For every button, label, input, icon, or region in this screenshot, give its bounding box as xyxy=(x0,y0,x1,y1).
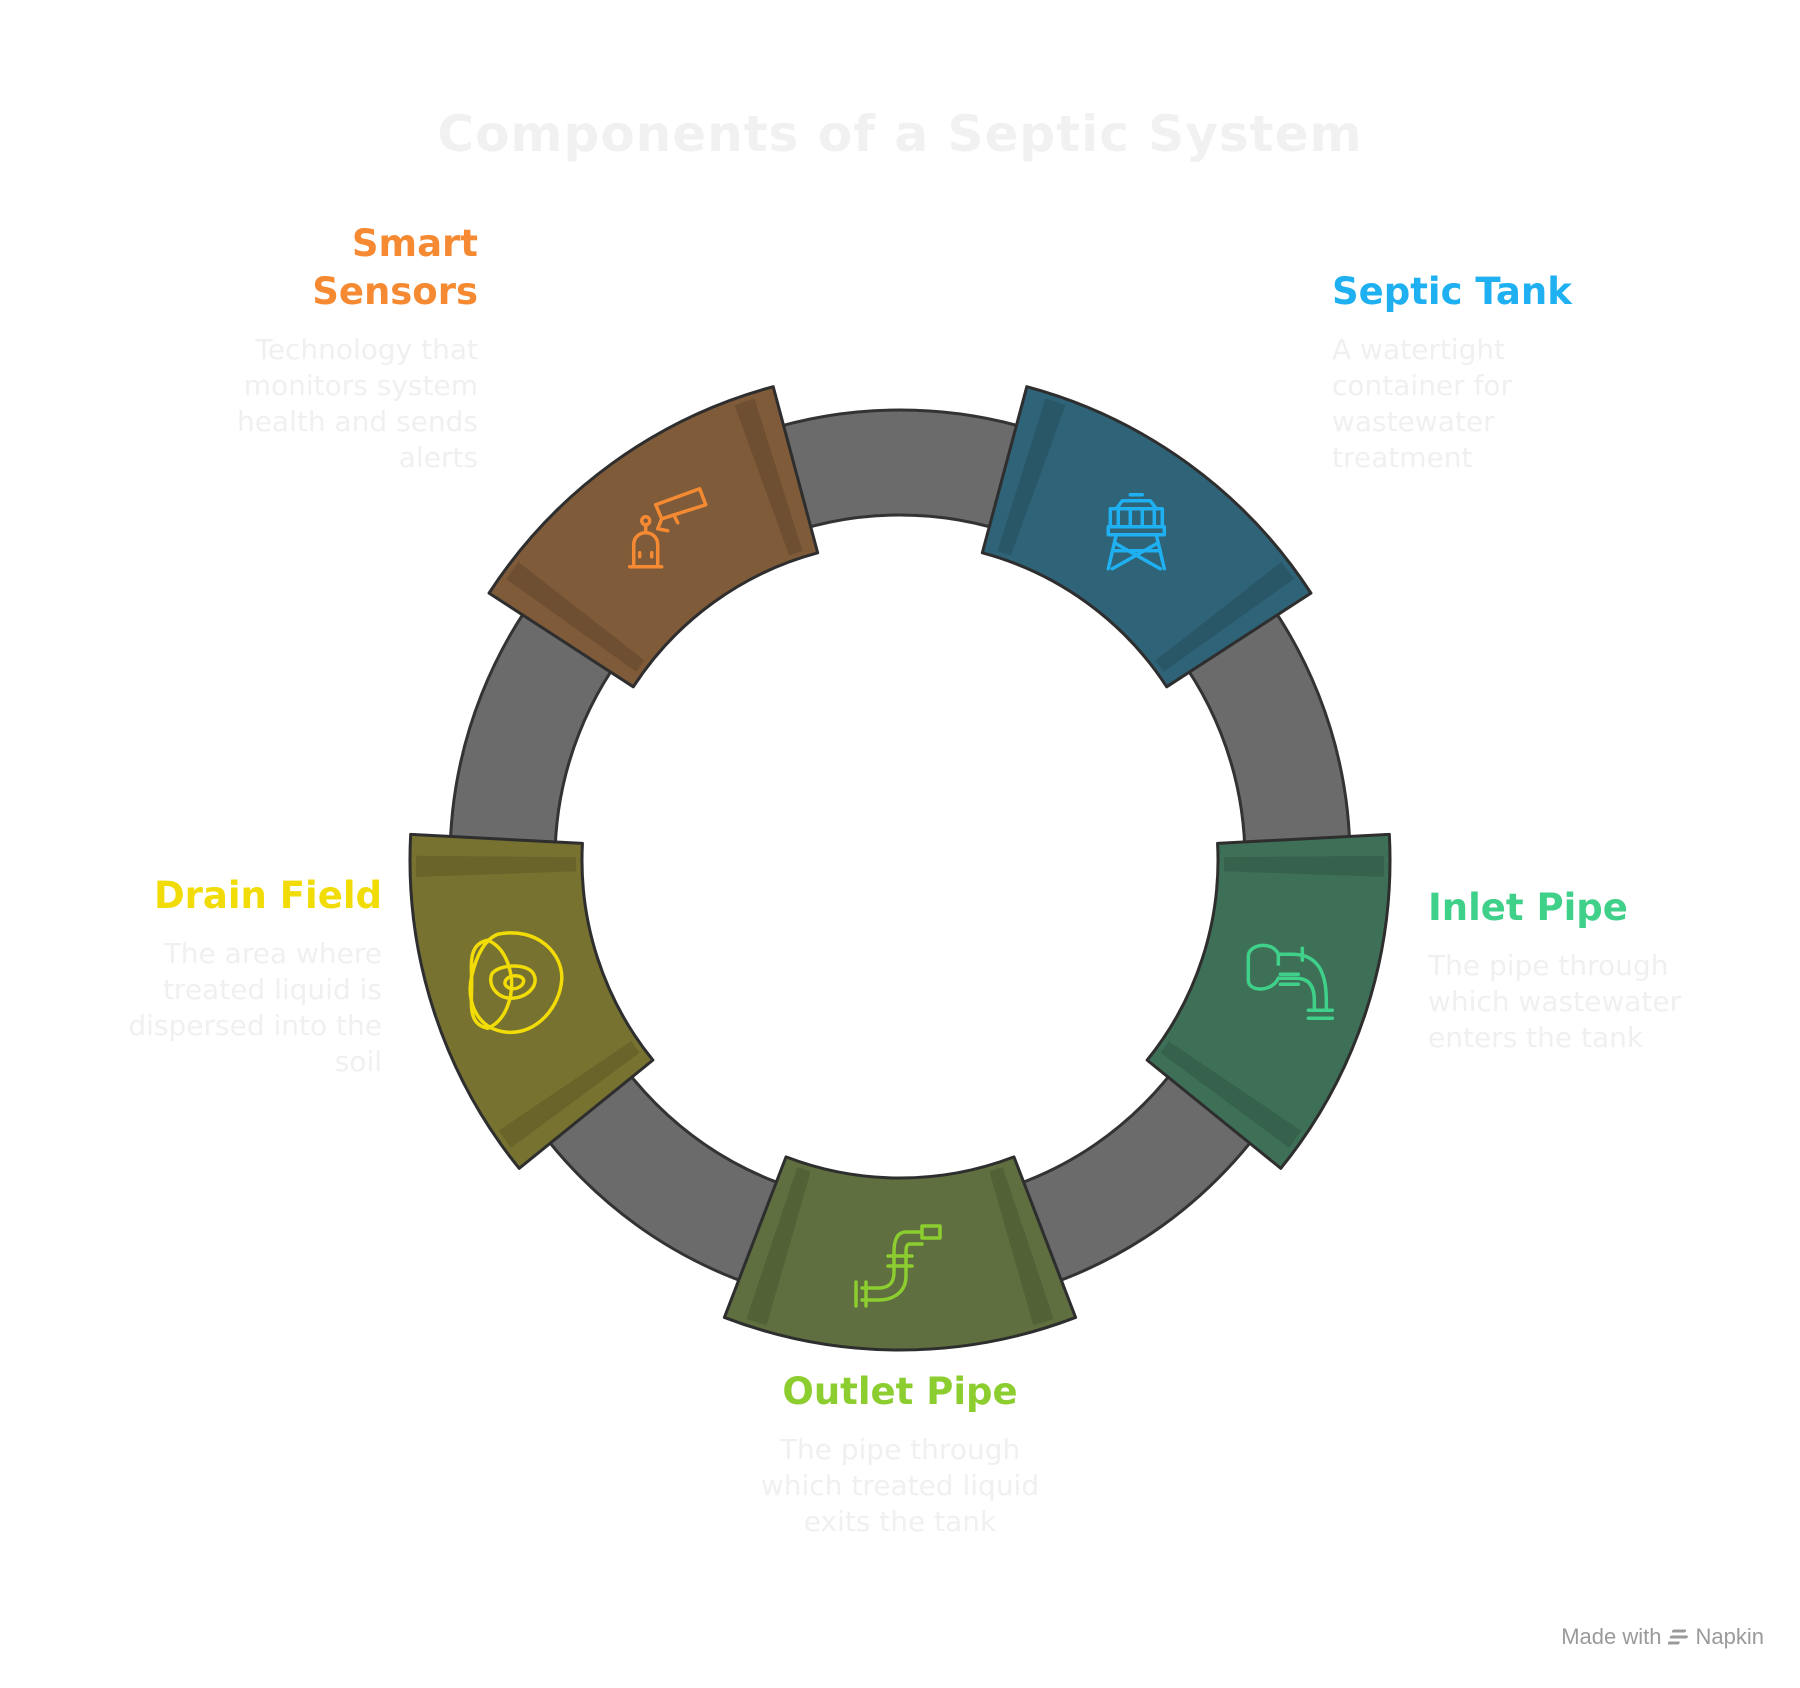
smart-sensors-description: Technology that monitors system health a… xyxy=(236,333,478,474)
segment-fold-drain-field xyxy=(498,1041,640,1148)
s-pipe-icon xyxy=(854,1224,942,1308)
made-with-text: Made with xyxy=(1561,1624,1662,1649)
label-outlet-pipe: Outlet Pipe The pipe through which treat… xyxy=(745,1368,1055,1540)
inlet-pipe-title: Inlet Pipe xyxy=(1428,886,1628,929)
diagram-title: Components of a Septic System xyxy=(437,105,1363,163)
septic-tank-description: A watertight container for wastewater tr… xyxy=(1332,333,1513,474)
segment-fold-smart-sensors xyxy=(734,398,803,556)
label-smart-sensors: Smart Sensors Technology that monitors s… xyxy=(188,220,478,476)
segment-drain-field xyxy=(408,832,655,1170)
napkin-logo-icon xyxy=(1667,1629,1688,1645)
napkin-brand-text: Napkin xyxy=(1695,1624,1764,1649)
drain-field-description: The area where treated liquid is dispers… xyxy=(128,937,382,1078)
segment-fold-inlet-pipe xyxy=(1223,855,1384,877)
water-tower-icon xyxy=(1106,493,1167,571)
segment-septic-tank xyxy=(980,385,1313,689)
segment-fold-outlet-pipe xyxy=(746,1167,811,1326)
segment-inlet-pipe xyxy=(1145,832,1392,1170)
segment-fold-drain-field xyxy=(416,855,577,877)
outlet-pipe-description: The pipe through which treated liquid ex… xyxy=(760,1433,1040,1538)
septic-tank-title: Septic Tank xyxy=(1332,270,1572,313)
segments xyxy=(408,385,1392,1352)
inlet-pipe-description: The pipe through which wastewater enters… xyxy=(1428,949,1682,1054)
label-septic-tank: Septic Tank A watertight container for w… xyxy=(1332,268,1632,476)
smart-sensors-title: Smart Sensors xyxy=(312,222,478,313)
label-drain-field: Drain Field The area where treated liqui… xyxy=(100,872,382,1080)
elbow-pipe-icon xyxy=(1246,943,1335,1020)
napkin-watermark: Made with Napkin xyxy=(1561,1624,1764,1650)
segment-fold-smart-sensors xyxy=(505,562,645,672)
sensor-robot-icon xyxy=(627,487,708,569)
segment-fold-septic-tank xyxy=(1155,562,1295,672)
segment-fold-outlet-pipe xyxy=(989,1167,1054,1326)
segment-outlet-pipe xyxy=(722,1155,1078,1352)
label-inlet-pipe: Inlet Pipe The pipe through which wastew… xyxy=(1428,884,1728,1056)
segment-fold-inlet-pipe xyxy=(1160,1041,1302,1148)
drain-field-title: Drain Field xyxy=(153,874,382,917)
segment-fold-septic-tank xyxy=(997,398,1066,556)
icons xyxy=(468,487,1335,1308)
drain-pad-icon xyxy=(468,931,564,1034)
outlet-pipe-title: Outlet Pipe xyxy=(782,1370,1018,1413)
